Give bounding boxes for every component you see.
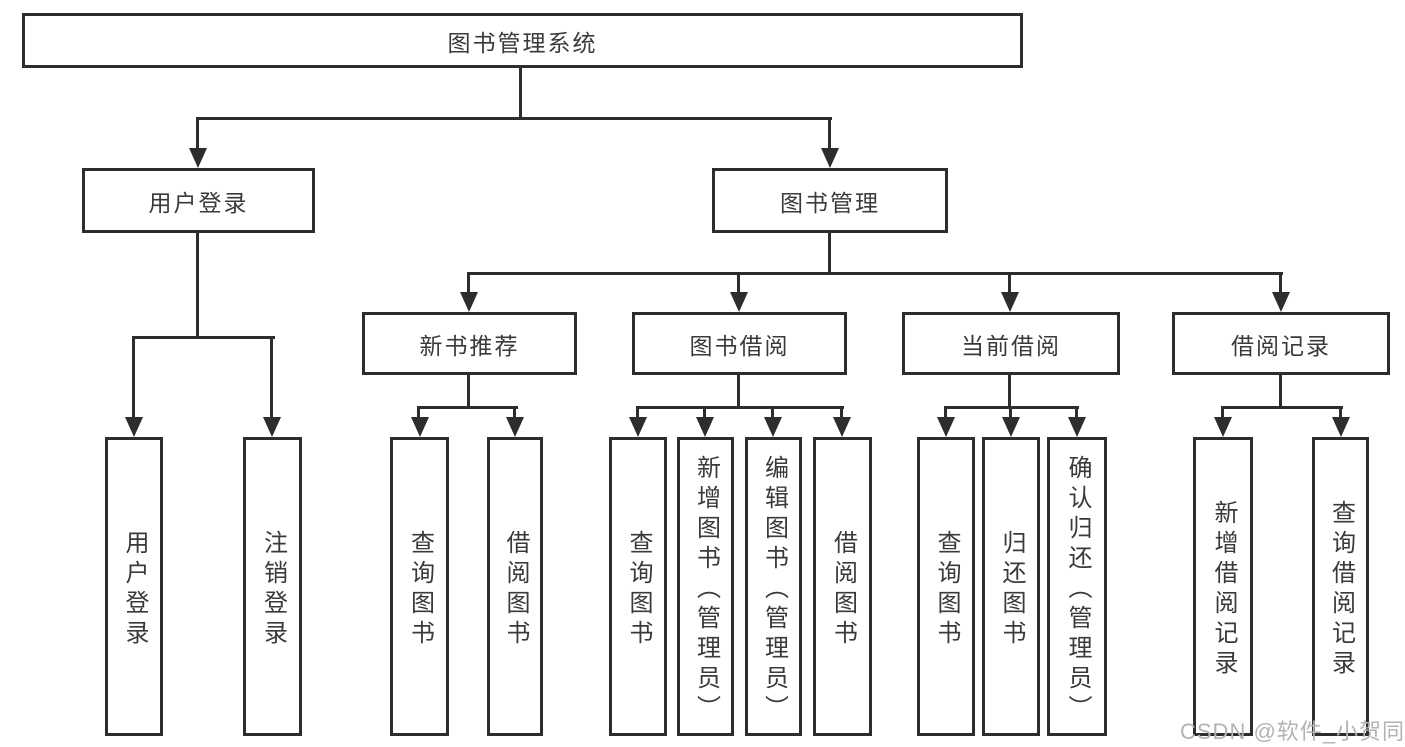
connector-line	[1008, 272, 1011, 294]
connector-line	[737, 373, 740, 409]
connector-line	[1009, 406, 1012, 419]
connector-line	[132, 336, 275, 339]
node-root-library-system: 图书管理系统	[22, 13, 1023, 68]
connector-line	[1008, 373, 1011, 409]
connector-line	[840, 406, 843, 419]
arrow-down-icon	[937, 417, 955, 437]
arrow-down-icon	[833, 417, 851, 437]
connector-line	[196, 117, 199, 148]
leaf-borrow-edit-books-admin: 编辑图书（管理员）	[745, 437, 802, 736]
connector-line	[1279, 272, 1282, 294]
leaf-borrow-borrow-books: 借阅图书	[813, 437, 872, 736]
watermark: CSDN @软件_小贺同学	[1180, 719, 1405, 744]
node-book-borrow: 图书借阅	[632, 312, 847, 375]
connector-line	[467, 272, 1283, 275]
connector-line	[196, 231, 199, 338]
leaf-current-query-books: 查询图书	[917, 437, 975, 736]
leaf-recommend-borrow-books: 借阅图书	[487, 437, 543, 736]
arrow-down-icon	[1068, 417, 1086, 437]
connector-line	[417, 406, 420, 419]
arrow-down-icon	[411, 417, 429, 437]
connector-line	[196, 117, 832, 120]
leaf-borrow-add-books-admin: 新增图书（管理员）	[677, 437, 734, 736]
arrow-down-icon	[189, 148, 207, 168]
arrow-down-icon	[460, 292, 478, 312]
leaf-logout: 注销登录	[243, 437, 302, 736]
connector-line	[417, 406, 518, 409]
leaf-borrow-query-books: 查询图书	[609, 437, 667, 736]
node-borrow-records: 借阅记录	[1172, 312, 1390, 375]
arrow-down-icon	[1272, 292, 1290, 312]
connector-line	[467, 373, 470, 409]
node-current-borrow: 当前借阅	[902, 312, 1120, 375]
connector-line	[737, 272, 740, 294]
connector-line	[1075, 406, 1078, 419]
connector-line	[828, 231, 831, 275]
node-book-management: 图书管理	[712, 168, 948, 233]
connector-line	[636, 406, 639, 419]
connector-line	[270, 336, 273, 419]
connector-line	[513, 406, 516, 419]
connector-line	[1279, 373, 1282, 409]
leaf-current-confirm-return-admin: 确认归还（管理员）	[1047, 437, 1107, 736]
arrow-down-icon	[1001, 292, 1019, 312]
arrow-down-icon	[696, 417, 714, 437]
leaf-user-login: 用户登录	[105, 437, 163, 736]
connector-line	[944, 406, 947, 419]
arrow-down-icon	[506, 417, 524, 437]
arrow-down-icon	[125, 417, 143, 437]
leaf-records-query-borrow-record: 查询借阅记录	[1312, 437, 1369, 736]
connector-line	[1221, 406, 1224, 419]
connector-line	[1339, 406, 1342, 419]
connector-line	[519, 66, 522, 119]
connector-line	[828, 117, 831, 148]
leaf-current-return-books: 归还图书	[982, 437, 1040, 736]
connector-line	[771, 406, 774, 419]
leaf-recommend-query-books: 查询图书	[390, 437, 449, 736]
connector-line	[467, 272, 470, 294]
arrow-down-icon	[730, 292, 748, 312]
connector-line	[132, 336, 135, 419]
arrow-down-icon	[764, 417, 782, 437]
arrow-down-icon	[1332, 417, 1350, 437]
arrow-down-icon	[629, 417, 647, 437]
connector-line	[703, 406, 706, 419]
connector-line	[1221, 406, 1343, 409]
node-new-book-recommend: 新书推荐	[362, 312, 577, 375]
arrow-down-icon	[263, 417, 281, 437]
arrow-down-icon	[1002, 417, 1020, 437]
arrow-down-icon	[821, 148, 839, 168]
arrow-down-icon	[1214, 417, 1232, 437]
connector-line	[636, 406, 844, 409]
leaf-records-add-borrow-record: 新增借阅记录	[1193, 437, 1253, 736]
node-user-login: 用户登录	[82, 168, 315, 233]
